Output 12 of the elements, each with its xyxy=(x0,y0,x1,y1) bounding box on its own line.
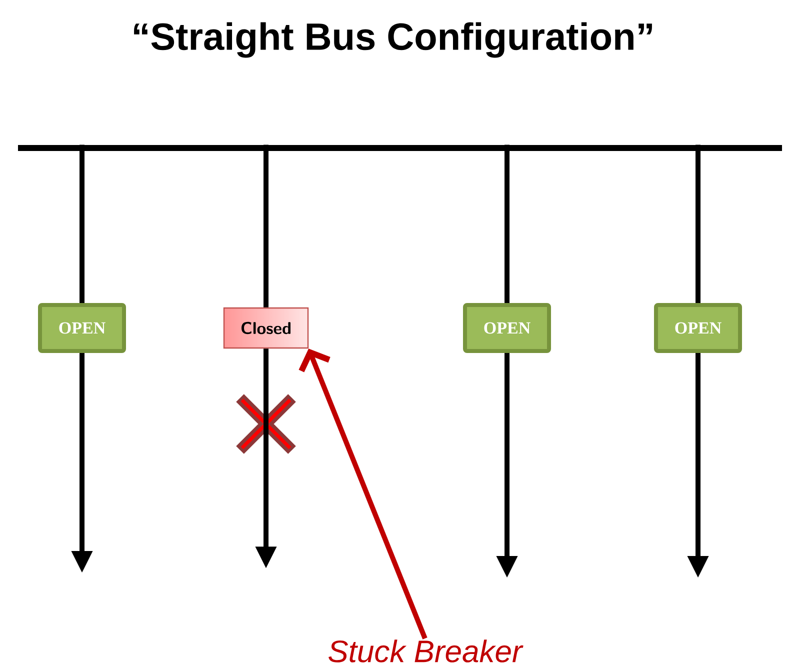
breaker-box: OPEN xyxy=(654,303,742,353)
feeder-line xyxy=(696,144,700,303)
breaker-box: Closed xyxy=(223,307,309,349)
feeder-line xyxy=(264,144,268,308)
leader-arrow xyxy=(298,348,428,640)
title: “Straight Bus Configuration” xyxy=(134,22,652,58)
callout-text: Stuck Breaker xyxy=(328,640,524,662)
feeder-line xyxy=(80,144,84,303)
bus-bar xyxy=(18,145,782,151)
feeder-line xyxy=(504,144,510,303)
breaker-box: OPEN xyxy=(38,303,126,353)
breaker-box: OPEN xyxy=(463,303,551,353)
